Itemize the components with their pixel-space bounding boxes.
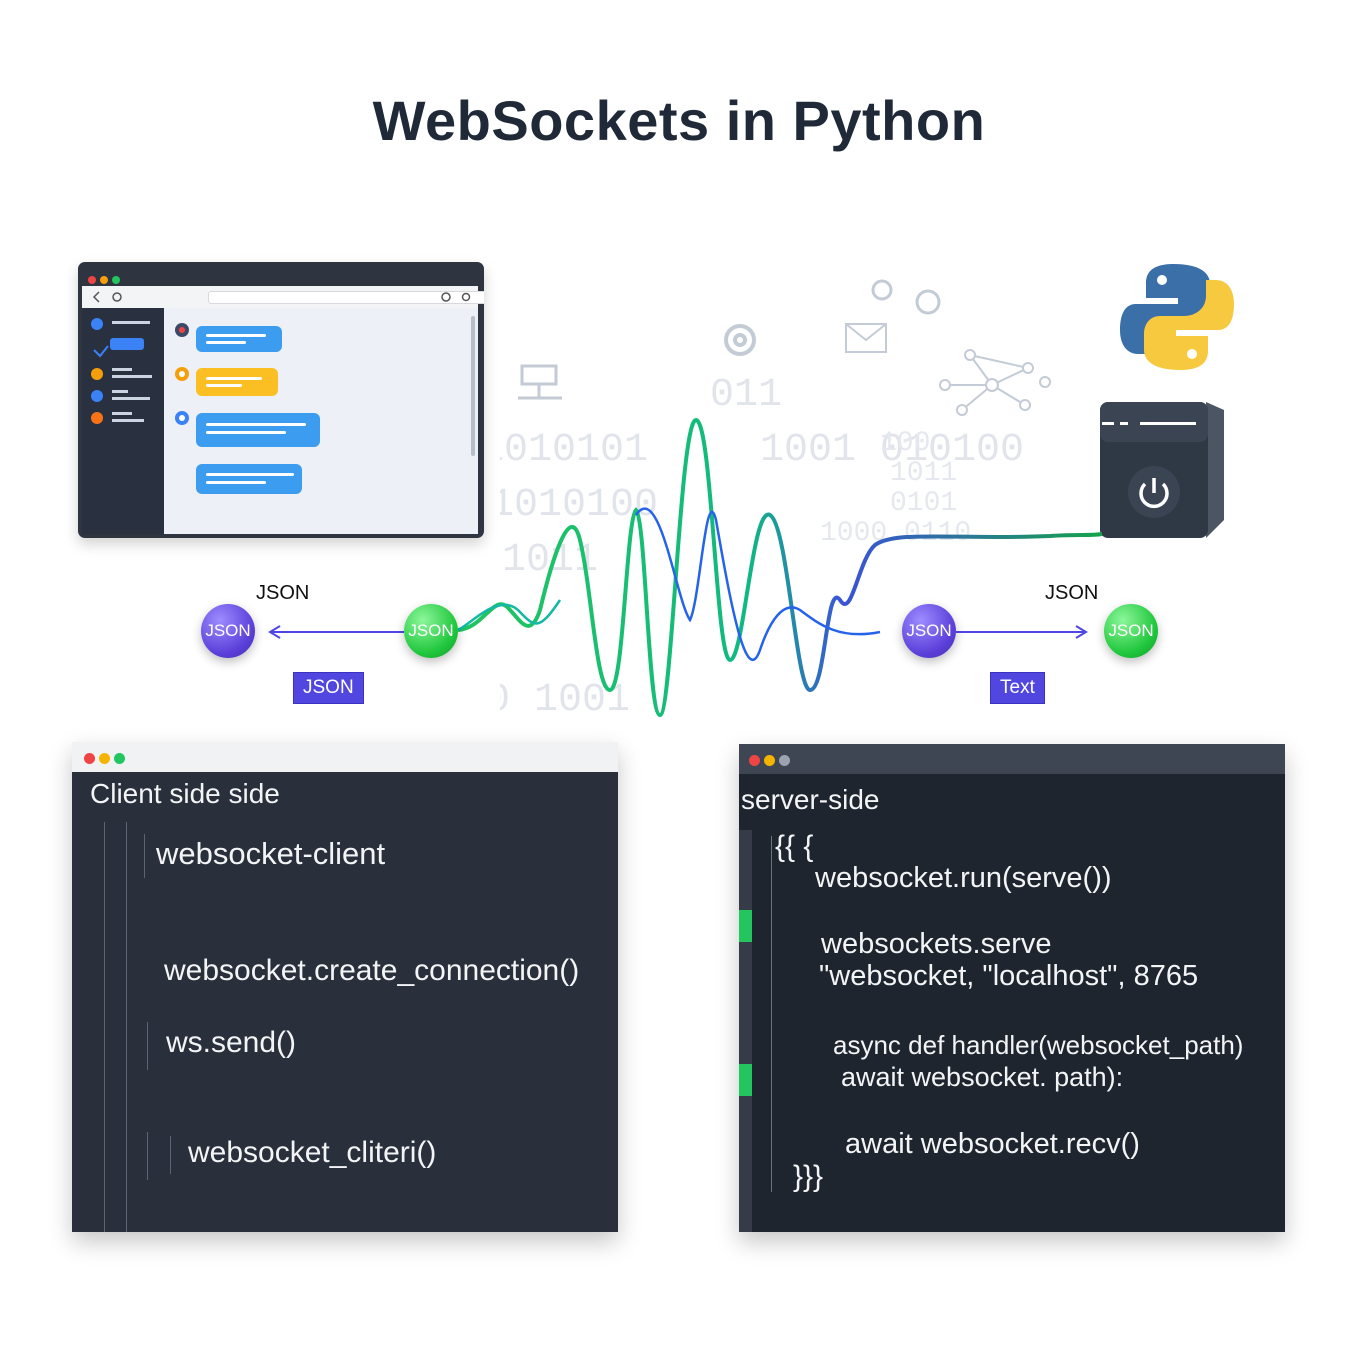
code-line: websockets.serve (821, 928, 1052, 960)
svg-text:011: 011 (710, 373, 782, 418)
chat-bubble (196, 368, 278, 396)
svg-text:0101: 0101 (890, 488, 957, 519)
gutter-marker (739, 910, 752, 942)
scrollbar[interactable] (471, 316, 475, 456)
svg-text:1010101: 1010101 (500, 428, 648, 473)
json-node: JSON (902, 604, 956, 658)
code-line: async def handler(websocket_path) (833, 1030, 1244, 1060)
json-node: JSON (404, 604, 458, 658)
code-line: websocket.create_connection() (164, 954, 580, 987)
chat-bubble (196, 413, 320, 447)
power-icon (1128, 466, 1180, 518)
chat-sidebar (82, 308, 164, 534)
chat-bubble (196, 326, 282, 352)
gutter-marker (739, 1064, 752, 1096)
client-panel-title: Client side side (90, 778, 280, 809)
client-panel-titlebar (72, 742, 618, 772)
server-code-panel: server-side {{ { websocket.run(serve()) … (739, 744, 1285, 1232)
svg-text:100: 100 (880, 428, 930, 459)
chat-area (164, 308, 478, 534)
client-code-panel: Client side side websocket-client websoc… (72, 742, 618, 1232)
svg-text:1001 010100: 1001 010100 (760, 428, 1024, 473)
chat-avatars (175, 323, 189, 425)
code-line: await websocket. path): (841, 1062, 1124, 1092)
code-line: websocket-client (156, 836, 386, 871)
gear-icon (871, 279, 941, 315)
nav-icons (92, 291, 122, 303)
page-title: WebSockets in Python (372, 89, 986, 152)
address-bar[interactable] (208, 291, 484, 304)
gear-icon (724, 324, 756, 356)
svg-text:1000 0110: 1000 0110 (820, 518, 971, 549)
python-logo (1120, 264, 1234, 370)
left-json-label: JSON (256, 582, 310, 604)
server-panel-title: server-side (741, 784, 880, 815)
left-tag: JSON (293, 672, 364, 704)
signal-wave (457, 417, 1103, 718)
json-node: JSON (201, 604, 255, 658)
code-line: websocket.run(serve()) (815, 862, 1112, 894)
network-icon (518, 364, 562, 400)
reload-icon (441, 292, 471, 302)
json-node: JSON (1104, 604, 1158, 658)
network-icon (939, 349, 1051, 416)
browser-window (78, 262, 484, 538)
svg-text:1011: 1011 (890, 458, 957, 489)
arrow-right-head (1075, 625, 1088, 639)
svg-text:01010 1001: 01010 1001 (500, 678, 630, 723)
arrow-left-head (268, 625, 281, 639)
server-icon (1100, 402, 1224, 538)
code-line: {{ { (775, 830, 814, 863)
code-line: "websocket, "localhost", 8765 (819, 960, 1199, 992)
right-tag: Text (990, 672, 1045, 704)
connection-diagram (268, 417, 1103, 718)
server-panel-titlebar (739, 744, 1285, 774)
code-line: websocket_cliteri() (188, 1136, 437, 1169)
code-line: ws.send() (166, 1026, 297, 1059)
chat-bubble (196, 464, 302, 494)
right-json-label: JSON (1045, 582, 1099, 604)
code-line: }}} (793, 1160, 824, 1193)
gutter (739, 830, 752, 1232)
envelope-icon (845, 323, 887, 353)
code-line: await websocket.recv() (845, 1128, 1140, 1160)
window-controls (88, 271, 124, 289)
